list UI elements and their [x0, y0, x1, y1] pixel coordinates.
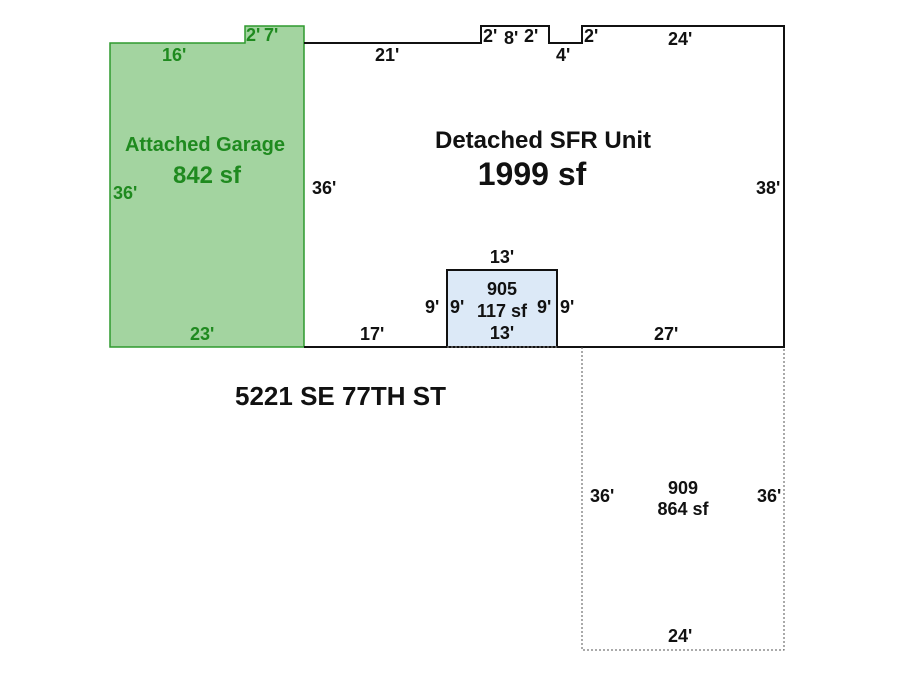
unit-909-dim-bottom: 24': [668, 626, 692, 646]
main-dim-right: 38': [756, 178, 780, 198]
garage-area: 842 sf: [173, 162, 242, 189]
unit-905-dim-left-out: 9': [425, 297, 439, 317]
address-label: 5221 SE 77TH ST: [235, 381, 446, 411]
unit-909-dim-left: 36': [590, 486, 614, 506]
main-unit-outline: [304, 25, 785, 348]
main-area: 1999 sf: [478, 156, 587, 192]
main-dim-top-left: 21': [375, 45, 399, 65]
unit-909-area: 864 sf: [657, 499, 709, 519]
unit-905-shape: [446, 269, 558, 348]
main-dim-n3: 2': [524, 26, 538, 46]
unit-909-outline: [581, 347, 785, 651]
unit-905-dim-right-in: 9': [537, 297, 551, 317]
garage-dim-step-top: 7': [264, 25, 278, 45]
garage-shape: [109, 25, 305, 348]
unit-905-dim-bottom: 13': [490, 323, 514, 343]
unit-905-dim-right-out: 9': [560, 297, 574, 317]
garage-dim-top: 16': [162, 45, 186, 65]
main-dim-bottom-right: 27': [654, 324, 678, 344]
main-dim-bottom-left: 17': [360, 324, 384, 344]
main-dim-n4: 2': [584, 26, 598, 46]
garage-dim-step: 2': [246, 25, 260, 45]
unit-905-dim-top: 13': [490, 247, 514, 267]
garage-dim-bottom: 23': [190, 324, 214, 344]
unit-909-dim-right: 36': [757, 486, 781, 506]
unit-905-code: 905: [487, 279, 517, 299]
unit-905-area: 117 sf: [477, 301, 528, 321]
unit-909-code: 909: [668, 478, 698, 498]
main-dim-n1: 2': [483, 26, 497, 46]
main-dim-top-right: 24': [668, 29, 692, 49]
main-dim-notch: 4': [556, 45, 570, 65]
main-dim-left: 36': [312, 178, 336, 198]
garage-dim-left: 36': [113, 183, 137, 203]
garage-label: Attached Garage: [125, 134, 285, 156]
main-label: Detached SFR Unit: [435, 127, 651, 154]
unit-905-dim-left-in: 9': [450, 297, 464, 317]
main-dim-n2: 8': [504, 28, 518, 48]
